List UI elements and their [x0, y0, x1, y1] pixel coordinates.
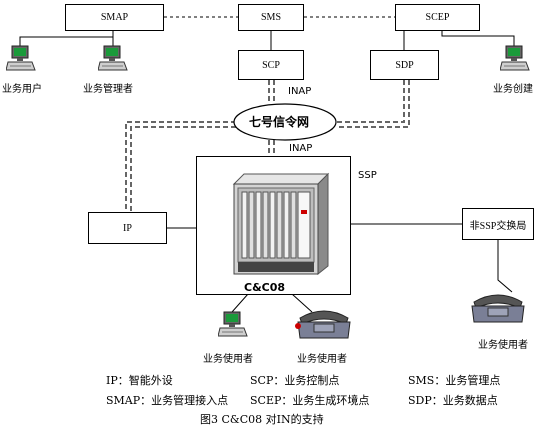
link-scep-business-creator: [441, 30, 515, 46]
service-user-label-1: 业务使用者: [203, 354, 253, 365]
scep-node: SCEP: [395, 4, 480, 31]
legend-scp: SCP：业务控制点: [250, 374, 340, 387]
legend-smap: SMAP：业务管理接入点: [106, 394, 229, 407]
link-sdp-ss7-a: [336, 80, 405, 123]
scp-node: SCP: [238, 50, 304, 80]
link-ss7-ip-a: [125, 121, 236, 212]
inap-label-top: INAP: [288, 86, 312, 97]
legend-ip: IP：智能外设: [106, 374, 173, 387]
sdp-node: SDP: [370, 50, 439, 80]
legend-sdp: SDP：业务数据点: [408, 394, 498, 407]
ssp-label: SSP: [358, 170, 377, 181]
ss7-network-ellipse: [233, 103, 337, 141]
switch-name: C&C08: [244, 281, 286, 294]
switch-cabinet-icon: [232, 172, 330, 276]
smap-node: SMAP: [65, 4, 164, 31]
computer-icon-business-manager: [98, 45, 128, 71]
computer-icon-service-user: [218, 311, 248, 337]
business-creator-label: 业务创建: [493, 84, 533, 95]
link-ssp-phone: [291, 293, 313, 313]
legend-sms: SMS：业务管理点: [408, 374, 501, 387]
phone-icon-ssp: [295, 310, 351, 339]
link-nonssp-phone: [497, 240, 513, 293]
service-user-label-2: 业务使用者: [297, 354, 347, 365]
link-ssp-computer: [231, 293, 249, 313]
computer-icon-business-user: [6, 45, 36, 71]
figure-caption: 图3 C&C08 对IN的支持: [200, 413, 324, 426]
inap-label-bottom: INAP: [289, 143, 313, 154]
non-ssp-exchange-node: 非SSP交换局: [462, 208, 534, 240]
business-user-label: 业务用户: [2, 84, 42, 95]
ip-node: IP: [88, 212, 167, 244]
computer-icon-business-creator: [500, 45, 530, 71]
sms-node: SMS: [238, 4, 304, 31]
ss7-network-label: 七号信令网: [249, 115, 310, 129]
link-sdp-ss7-b: [336, 80, 410, 128]
phone-icon-non-ssp: [471, 294, 525, 323]
service-user-label-3: 业务使用者: [478, 340, 528, 351]
business-manager-label: 业务管理者: [83, 84, 133, 95]
legend-scep: SCEP：业务生成环境点: [250, 394, 370, 407]
link-ss7-ip-b: [130, 126, 236, 212]
